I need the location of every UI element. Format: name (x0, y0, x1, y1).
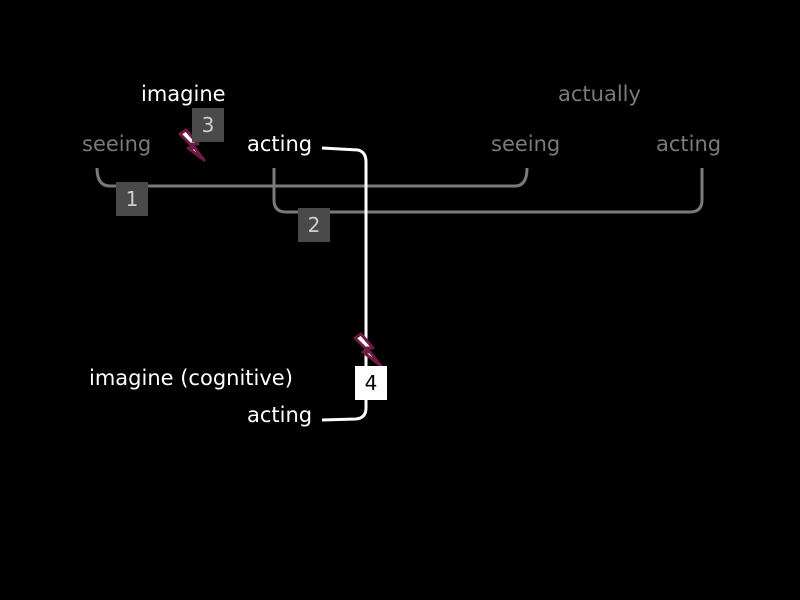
step-box-3: 3 (192, 108, 224, 142)
step-box-1: 1 (116, 182, 148, 216)
bracket-1 (95, 167, 529, 188)
lightning-bolt-icon (178, 128, 206, 162)
lightning-bolt-icon (353, 332, 383, 368)
label-actually: actually (558, 82, 641, 106)
bracket-2 (272, 168, 704, 214)
label-seeing-right: seeing (491, 132, 561, 156)
label-imagine: imagine (141, 82, 226, 106)
step-box-2: 2 (298, 208, 330, 242)
label-acting-bottom: acting (247, 403, 313, 427)
step-box-4: 4 (355, 366, 387, 400)
label-acting-right: acting (656, 132, 722, 156)
label-imagine-cognitive: imagine (cognitive) (89, 366, 293, 390)
link-4 (321, 146, 368, 422)
label-acting-top: acting (247, 132, 313, 156)
label-seeing-left: seeing (82, 132, 152, 156)
